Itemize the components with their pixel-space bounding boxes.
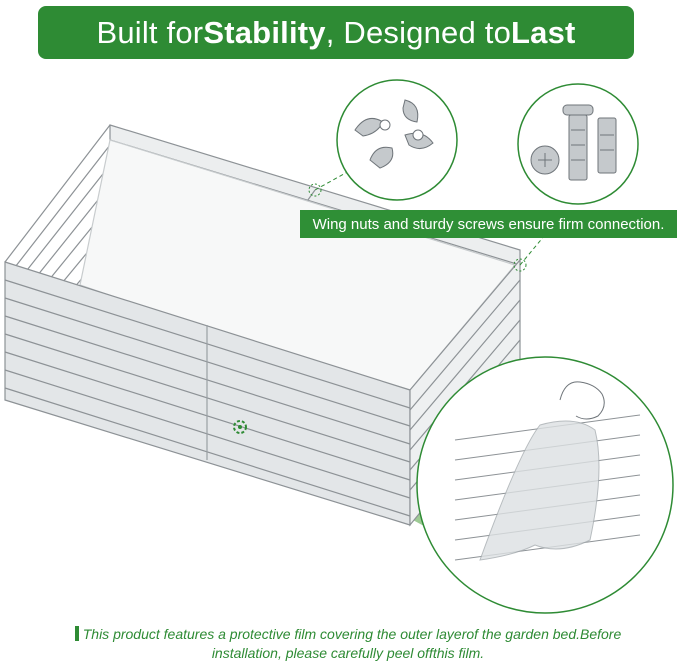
protective-film xyxy=(479,420,600,561)
title-text-last: Last xyxy=(511,14,576,50)
film-magnifier xyxy=(416,356,674,614)
connection-callout: Wing nuts and sturdy screws ensure firm … xyxy=(300,210,677,238)
hand-outline xyxy=(559,381,605,420)
callout-text: Wing nuts and sturdy screws ensure firm … xyxy=(312,215,665,233)
connection-marker-left xyxy=(308,183,322,197)
title-banner: Built for Stability , Designed to Last xyxy=(38,6,634,59)
footnote-line-1: This product features a protective film … xyxy=(82,626,622,642)
wing-nut-icon xyxy=(336,79,458,201)
front-wall xyxy=(4,261,411,526)
film-footnote: This product features a protective film … xyxy=(28,625,668,663)
footnote-marker xyxy=(74,626,79,641)
title-text-stability: Stability xyxy=(203,14,326,50)
footnote-line-2: installation, please carefully peel offt… xyxy=(211,645,485,661)
connection-marker-right xyxy=(513,258,527,272)
film-marker xyxy=(233,420,247,434)
title-text-1: Built for xyxy=(96,14,204,50)
screw-icon xyxy=(517,83,639,205)
title-text-3: , Designed to xyxy=(325,14,512,50)
